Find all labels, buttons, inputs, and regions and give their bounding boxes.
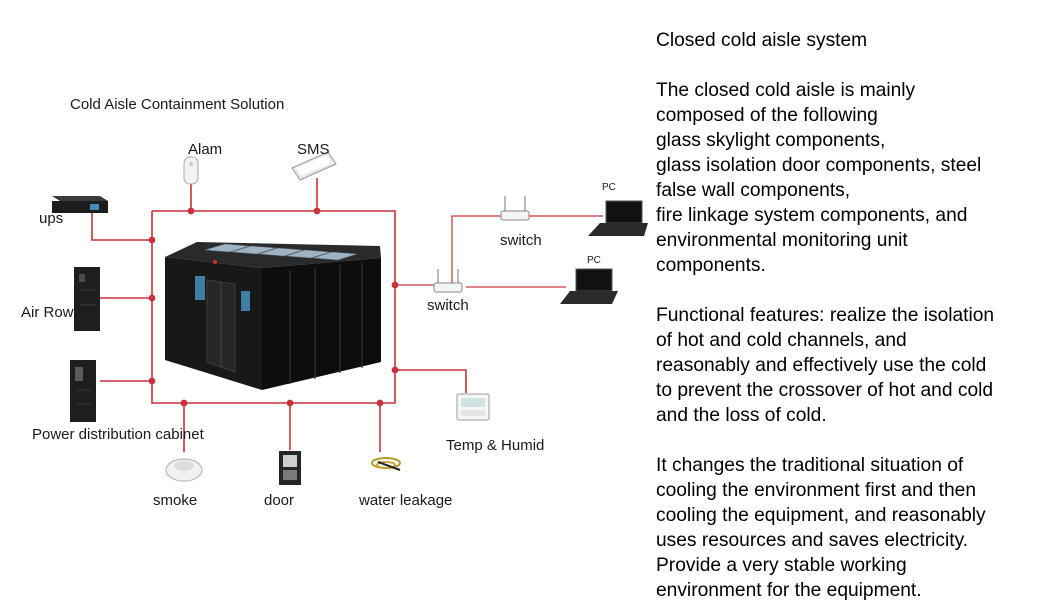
pc-top-label: PC	[602, 182, 616, 193]
sms-phone-icon	[291, 151, 337, 181]
switch-mid-label: switch	[427, 297, 469, 314]
switch-mid-icon	[433, 269, 463, 293]
glass-skylight	[204, 243, 358, 261]
switch-top-icon	[500, 196, 530, 221]
door-sensor-icon	[279, 451, 301, 485]
power-cabinet-label: Power distribution cabinet	[32, 426, 205, 443]
network-links	[395, 215, 603, 288]
rack-columns	[289, 262, 363, 384]
description-paragraph-features: Functional features: realize the isolati…	[656, 305, 995, 426]
sms-label: SMS	[297, 141, 330, 158]
pc-bottom-label: PC	[587, 255, 601, 266]
ups-label: ups	[39, 210, 63, 227]
water-leakage-sensor-icon	[371, 457, 401, 471]
air-row-label: Air Row	[21, 304, 74, 321]
cold-aisle-diagram: Cold Aisle Containment Solution	[21, 96, 648, 509]
control-screen	[195, 276, 205, 300]
description-panel: Closed cold aisle system The closed cold…	[656, 28, 1046, 603]
smoke-label: smoke	[153, 492, 197, 509]
link-junctions	[148, 207, 399, 407]
switch-top-label: switch	[500, 232, 542, 249]
description-paragraph-benefits: It changes the traditional situation of …	[656, 455, 986, 601]
pc-top-laptop-icon	[588, 200, 648, 236]
alarm-icon	[183, 156, 199, 185]
temp-humid-sensor-icon	[456, 393, 490, 421]
smoke-detector-icon	[165, 458, 203, 482]
power-cabinet-icon	[70, 360, 96, 422]
description-heading: Closed cold aisle system	[656, 30, 868, 51]
description-paragraph-components: The closed cold aisle is mainly composed…	[656, 80, 982, 276]
ups-icon	[52, 196, 108, 213]
temp-humid-label: Temp & Humid	[446, 437, 544, 454]
pc-bottom-laptop-icon	[560, 268, 618, 304]
containment-cabinet	[165, 242, 381, 390]
alarm-label: Alam	[188, 141, 222, 158]
water-leakage-label: water leakage	[358, 492, 452, 509]
diagram-title: Cold Aisle Containment Solution	[70, 96, 284, 113]
door-label: door	[264, 492, 294, 509]
air-row-unit-icon	[74, 267, 100, 331]
